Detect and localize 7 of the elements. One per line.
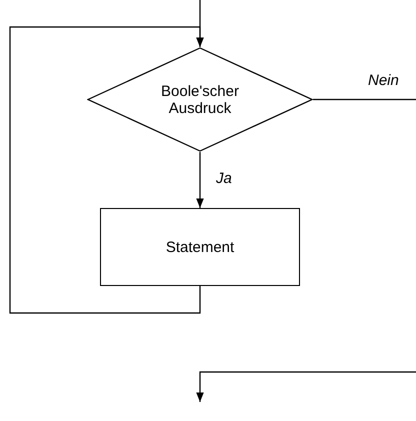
arrow [9,26,204,314]
arrow [196,152,204,208]
node-label: Statement [166,238,234,256]
node-label: Boole'scher Ausdruck [160,82,240,116]
arrow [196,98,416,402]
process-box [100,208,300,286]
decision-diamond [87,47,313,152]
